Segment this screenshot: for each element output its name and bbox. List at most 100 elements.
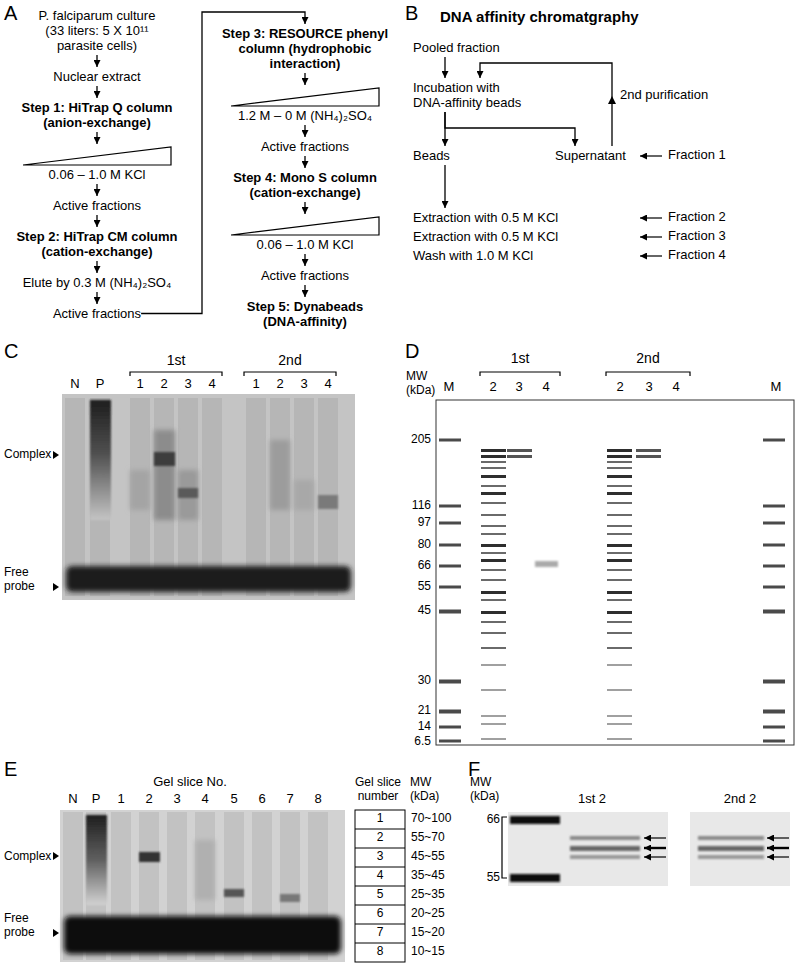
loop-label: 2nd purification: [620, 88, 708, 103]
lane-label: 1: [117, 792, 124, 807]
sds-page-gel: [481, 455, 506, 458]
sds-page-gel: [535, 561, 558, 567]
sds-page-gel: [481, 449, 506, 614]
sds-page-gel: [481, 449, 506, 452]
axis-title: MW (kDa): [470, 776, 510, 804]
lane-bracket: [480, 372, 560, 376]
group-header: 2nd: [278, 352, 301, 368]
lane-bracket: [244, 372, 336, 376]
table-cell: 45~55: [411, 850, 445, 864]
flow-arrow: [304, 285, 305, 297]
node-text: Step 3: RESOURCE phenyl column (hydropho…: [213, 26, 398, 71]
step-box: Step 5: Dynabeads (DNA-affinity): [230, 297, 380, 331]
node-text: Supernatant: [555, 148, 626, 163]
node-text: Step 2: HiTrap CM column (cation-exchang…: [7, 229, 187, 259]
emsa-gel: [224, 889, 244, 897]
fraction-label: Fraction 3: [668, 229, 726, 244]
mw-marker: 14: [418, 720, 431, 734]
lane-label: 4: [324, 377, 331, 392]
process-text: Incubation with DNA-affinity beads: [413, 78, 528, 112]
sds-page-gel: [607, 449, 632, 740]
group-header: 2nd: [636, 350, 659, 366]
lane-label: 5: [230, 792, 237, 807]
lane-bracket: [606, 372, 690, 376]
emsa-gel: [178, 488, 198, 498]
lane-label: N: [70, 377, 79, 392]
band-pointer: [767, 856, 789, 857]
source-text: P. falciparum culture (33 liters: 5 X 10…: [30, 6, 165, 55]
table-cell: 6: [377, 907, 384, 921]
table-cell: 70~100: [411, 812, 451, 826]
sds-page-gel: [481, 467, 506, 469]
gel-closeup: [698, 855, 764, 859]
lane-label: 2: [160, 377, 167, 392]
panel-heading: DNA affinity chromatgraphy: [440, 8, 639, 25]
lane-label: 2: [616, 380, 623, 395]
emsa-gel: [60, 810, 345, 962]
emsa-gel: [60, 810, 345, 962]
node-text: Active fractions: [53, 306, 141, 321]
sds-page-gel: [481, 502, 506, 504]
lane-label: 4: [542, 380, 549, 395]
process-text: Active fractions: [53, 304, 141, 323]
mw-marker: 97: [418, 516, 431, 530]
axis-title: MW (kDa): [406, 370, 446, 398]
process-text: Beads: [413, 146, 450, 165]
band-pointer: [53, 451, 59, 591]
node-text: Step 1: HiTrap Q column (anion-exchange): [7, 100, 187, 130]
lane-label: 7: [286, 792, 293, 807]
process-text: Nuclear extract: [53, 67, 140, 86]
lane-label: P: [92, 792, 101, 807]
band-pointer: [767, 837, 789, 838]
flow-arrow: [304, 125, 305, 137]
flow-arrow: [96, 132, 97, 144]
sds-page-gel: [439, 565, 461, 568]
table-cell: 25~35: [411, 888, 445, 902]
band-pointer: [53, 852, 59, 860]
group-header: Gel slice No.: [153, 775, 227, 790]
process-text: Extraction with 0.5 M KCl: [413, 208, 558, 227]
lane-bracket: [480, 372, 690, 376]
band-pointer: [53, 929, 59, 937]
table-cell: 8: [377, 945, 384, 959]
flow-arrow: [96, 184, 97, 196]
process-text: Active fractions: [261, 266, 349, 285]
band-pointer: [644, 838, 789, 857]
lane-label: 2: [145, 792, 152, 807]
lane-label: 1: [136, 377, 143, 392]
flow-arrow: [304, 202, 305, 214]
fraction-arrow: [640, 255, 662, 256]
sds-page-gel: [439, 710, 461, 714]
band-pointer: [767, 847, 789, 849]
gel-closeup: [570, 846, 640, 851]
step-box: Step 2: HiTrap CM column (cation-exchang…: [7, 227, 187, 261]
table-cell: 7: [377, 926, 384, 940]
mw-marker: 55: [487, 871, 500, 885]
flow-arrow: [96, 215, 97, 227]
lane-label: N: [68, 792, 77, 807]
flow-arrow: [304, 73, 305, 85]
gel-closeup: [510, 816, 560, 824]
lane-label: 2nd 2: [724, 792, 757, 807]
sds-page-gel: [481, 647, 506, 649]
emsa-gel: [154, 452, 175, 466]
table-grid: [355, 810, 405, 962]
process-text: Wash with 1.0 M KCl: [413, 246, 533, 265]
sds-page-gel: [481, 579, 506, 581]
lane-label: 1st 2: [578, 792, 606, 807]
fraction-arrow: [640, 236, 662, 237]
flow-arrow: [444, 57, 445, 78]
lane-label: 1: [252, 377, 259, 392]
band-label: Free probe: [4, 912, 44, 940]
sds-page-gel: [481, 611, 506, 614]
emsa-gel: [62, 394, 355, 600]
node-text: Incubation with DNA-affinity beads: [413, 80, 528, 110]
table-cell: 1: [377, 812, 384, 826]
lane-label: 6: [258, 792, 265, 807]
gradient-step: 0.06 – 1.0 M KCl: [230, 214, 380, 254]
emsa-gel: [130, 470, 150, 510]
node-text: 0.06 – 1.0 M KCl: [230, 237, 380, 252]
band-label: Complex: [4, 850, 51, 864]
sds-page-gel: [436, 400, 794, 745]
emsa-gel: [64, 916, 341, 954]
